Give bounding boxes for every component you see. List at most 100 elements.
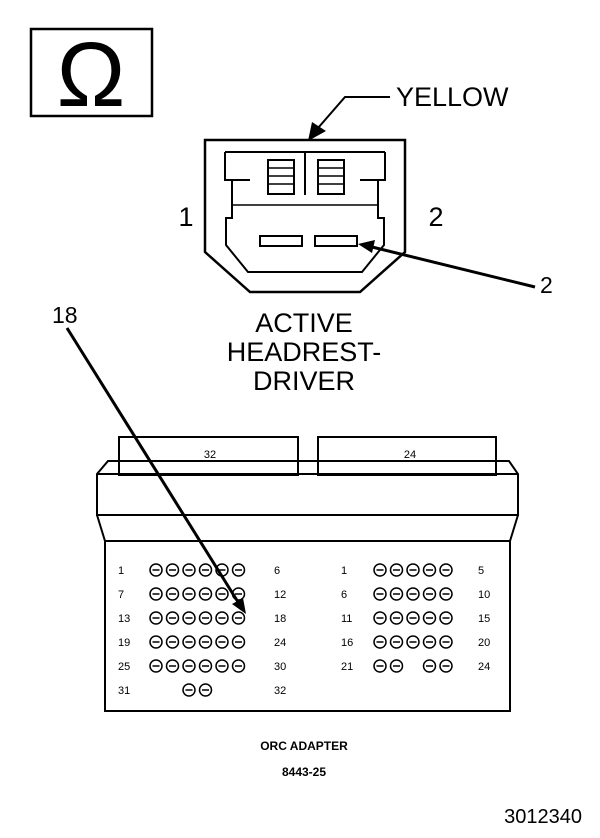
left-pin	[165, 611, 180, 625]
pin-callout-label: 18	[52, 302, 78, 328]
terminal-callout: 2	[358, 240, 553, 298]
left-block-label: 32	[204, 449, 216, 461]
left-pin	[198, 587, 213, 601]
latch-left	[267, 159, 295, 195]
left-row-end-label: 24	[274, 637, 286, 649]
right-row-end-label: 20	[478, 637, 490, 649]
right-pin	[373, 635, 387, 649]
left-pin	[215, 635, 229, 649]
left-pin	[231, 635, 246, 649]
right-pin	[439, 611, 453, 625]
left-pin	[165, 587, 180, 601]
left-row-start-label: 13	[118, 613, 130, 625]
left-pin	[182, 611, 196, 625]
headrest-connector: 1 2	[178, 138, 444, 294]
left-pin	[149, 587, 163, 601]
right-row-end-label: 15	[478, 613, 490, 625]
adapter-face	[104, 540, 511, 712]
ohm-icon: Ω	[57, 24, 126, 126]
left-pin	[165, 563, 180, 577]
right-pin	[422, 635, 437, 649]
right-row-end-label: 10	[478, 589, 490, 601]
ohm-symbol-box: Ω	[29, 24, 154, 126]
left-row-end-label: 18	[274, 613, 286, 625]
left-pin	[182, 587, 196, 601]
side-label-right: 2	[428, 202, 443, 232]
figure-id: 3012340	[504, 806, 582, 828]
left-row-start-label: 31	[118, 685, 130, 697]
wire-color-callout: YELLOW	[308, 82, 509, 141]
right-pin	[373, 611, 387, 625]
right-row-start-label: 21	[341, 661, 353, 673]
adapter-title: ORC ADAPTER	[260, 739, 348, 753]
left-pin	[231, 563, 246, 577]
right-pin	[406, 611, 420, 625]
latch-right	[317, 159, 345, 195]
left-row-start-label: 19	[118, 637, 130, 649]
right-row-start-label: 16	[341, 637, 353, 649]
right-pin	[389, 587, 404, 601]
left-pin	[198, 635, 213, 649]
right-row-start-label: 11	[341, 613, 352, 625]
right-pin	[389, 635, 404, 649]
right-block-label: 24	[404, 449, 416, 461]
headrest-connector-name: ACTIVE HEADREST- DRIVER	[227, 308, 382, 396]
left-pin	[215, 611, 229, 625]
left-pin	[231, 611, 246, 625]
left-pin	[149, 659, 163, 673]
name-line-1: ACTIVE	[255, 308, 353, 338]
left-pin	[149, 563, 163, 577]
right-row-start-label: 6	[341, 589, 347, 601]
right-pin	[389, 659, 404, 673]
left-pin	[198, 683, 213, 697]
right-pin	[439, 587, 453, 601]
right-pin	[422, 611, 437, 625]
side-label-left: 1	[178, 202, 193, 232]
right-pin	[406, 563, 420, 577]
left-pin	[165, 635, 180, 649]
right-pin	[439, 563, 453, 577]
left-pin	[182, 659, 196, 673]
right-row-end-label: 24	[478, 661, 490, 673]
right-pin	[373, 587, 387, 601]
right-pin	[406, 635, 420, 649]
left-pin	[182, 683, 196, 697]
left-row-start-label: 1	[118, 565, 124, 577]
left-pin	[149, 611, 163, 625]
left-pin	[149, 635, 163, 649]
left-pin	[198, 563, 213, 577]
right-pin	[373, 563, 387, 577]
right-pin	[439, 635, 453, 649]
left-pin	[198, 659, 213, 673]
left-pin	[231, 659, 246, 673]
left-row-start-label: 25	[118, 661, 130, 673]
right-pin	[406, 587, 420, 601]
pin-callout: 18	[52, 302, 246, 614]
left-row-start-label: 7	[118, 589, 124, 601]
left-pin	[165, 659, 180, 673]
wire-color-label: YELLOW	[396, 82, 509, 112]
right-pin	[422, 659, 437, 673]
name-line-3: DRIVER	[253, 366, 355, 396]
right-pin	[389, 563, 404, 577]
left-pin	[215, 659, 229, 673]
adapter-part-number: 8443-25	[282, 765, 326, 779]
terminal-2	[314, 235, 358, 247]
left-pin	[215, 587, 229, 601]
left-row-end-label: 30	[274, 661, 286, 673]
left-row-end-label: 12	[274, 589, 286, 601]
right-pin	[389, 611, 404, 625]
left-pin	[182, 635, 196, 649]
left-pin	[198, 611, 213, 625]
right-row-end-label: 5	[478, 565, 484, 577]
right-pin	[439, 659, 453, 673]
terminal-callout-label: 2	[540, 272, 553, 298]
left-pin	[182, 563, 196, 577]
right-pin	[373, 659, 387, 673]
headrest-connector-housing	[203, 138, 407, 294]
right-row-start-label: 1	[341, 565, 347, 577]
